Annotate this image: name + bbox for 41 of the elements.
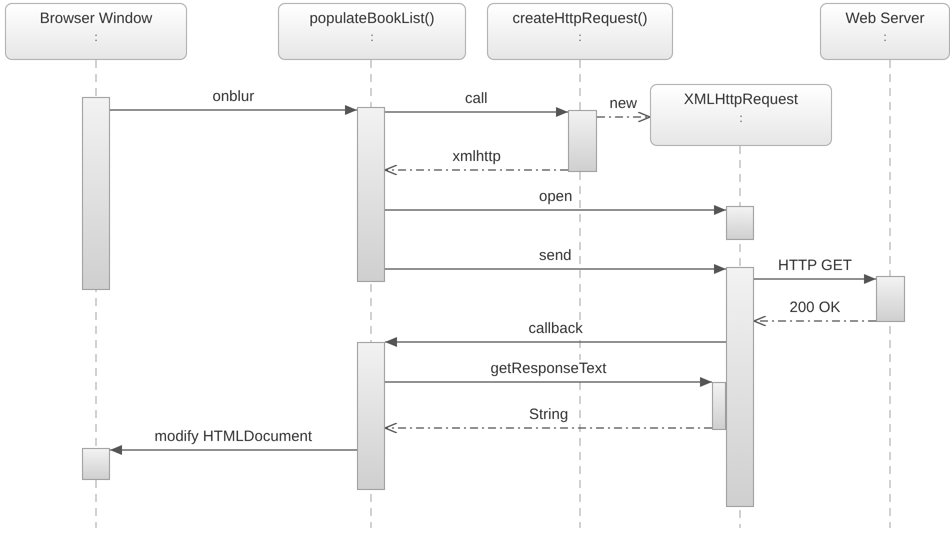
- lifeline-header: [278, 3, 466, 60]
- lifeline-header: [820, 3, 950, 60]
- message-arrow: [385, 377, 712, 387]
- participant-name: XMLHttpRequest: [682, 91, 800, 108]
- message-arrow: [754, 274, 876, 284]
- return-arrow: [597, 111, 651, 123]
- activation-bar: [568, 110, 597, 172]
- participant-name: Browser Window: [38, 10, 154, 27]
- activation-bar: [82, 97, 110, 290]
- return-arrow: [753, 315, 876, 327]
- message-arrow: [385, 107, 568, 117]
- activation-bar: [357, 342, 385, 490]
- return-arrow: [384, 422, 712, 434]
- instance-colon: :: [577, 30, 583, 44]
- message-label: callback: [528, 320, 584, 337]
- message-label: xmlhttp: [452, 148, 502, 165]
- message-arrow: [110, 105, 357, 115]
- participant-name: populateBookList(): [308, 10, 436, 27]
- instance-colon: :: [93, 30, 99, 44]
- lifeline-header: [487, 3, 673, 60]
- participant-name: createHttpRequest(): [511, 10, 649, 27]
- message-label: String: [528, 406, 570, 423]
- instance-colon: :: [738, 111, 744, 125]
- lifeline-header: [5, 3, 187, 60]
- message-label: getResponseText: [490, 360, 608, 377]
- message-label: modify HTMLDocument: [154, 428, 314, 445]
- instance-colon: :: [369, 30, 375, 44]
- instance-colon: :: [882, 30, 888, 44]
- activation-bar: [82, 448, 110, 480]
- lifeline-header: [650, 84, 832, 146]
- message-arrow: [110, 445, 357, 455]
- return-arrow: [384, 164, 568, 176]
- activation-bar: [357, 107, 385, 282]
- activation-bar: [876, 276, 905, 322]
- activation-bar: [712, 382, 726, 430]
- message-arrow: [385, 205, 726, 215]
- activation-bar: [726, 206, 754, 240]
- participant-name: Web Server: [844, 10, 926, 27]
- activation-bar: [726, 267, 754, 507]
- message-arrow: [385, 337, 726, 347]
- message-arrow: [385, 264, 726, 274]
